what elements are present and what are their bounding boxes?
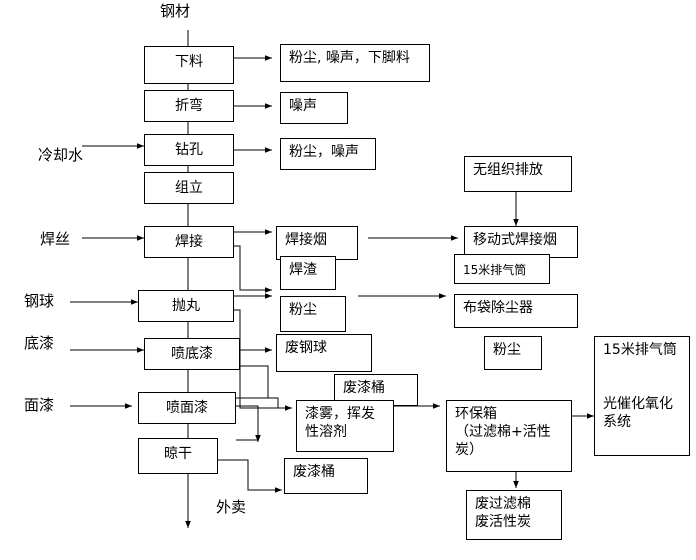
env-protection-box: 环保箱 （过滤棉+活性炭） [446, 400, 572, 472]
step-primer-spray: 喷底漆 [144, 338, 240, 370]
step-drilling: 钻孔 [144, 134, 234, 166]
out-blasting-dust: 粉尘 [280, 296, 346, 332]
step-assembly: 组立 [144, 172, 234, 204]
input-cooling-water: 冷却水 [38, 146, 84, 164]
step-shot-blasting: 抛丸 [138, 290, 234, 322]
photocatalytic-unit: 15米排气筒 光催化氧化系统 [594, 336, 690, 456]
bag-filter: 布袋除尘器 [454, 294, 578, 328]
out-drilling: 粉尘，噪声 [280, 138, 376, 170]
step-drying: 晾干 [138, 438, 218, 474]
out-paint-mist: 漆雾，挥发性溶剂 [296, 400, 394, 452]
stack-15m-a: 15米排气筒 [454, 254, 550, 284]
welding-dust-arrow [233, 245, 272, 293]
paint-mist-arrow-1 [239, 350, 292, 411]
out-welding-slag: 焊渣 [280, 256, 336, 290]
drying-vent [236, 420, 259, 441]
out-waste-steel-ball: 废钢球 [276, 334, 372, 372]
out-waste-paint-bucket-2: 废漆桶 [284, 458, 368, 494]
mobile-welding-fume: 移动式焊接烟 [464, 226, 578, 258]
waste-bucket-2-arrow [218, 459, 282, 493]
primer-branch [240, 365, 269, 398]
step-bending: 折弯 [144, 90, 234, 122]
unorganized-emission: 无组织排放 [464, 156, 572, 192]
input-steel-ball: 钢球 [24, 292, 55, 310]
step-topcoat-spray: 喷面漆 [138, 392, 236, 424]
step-welding: 焊接 [144, 226, 234, 258]
topcoat-vent [236, 405, 261, 442]
input-steel: 钢材 [160, 2, 191, 20]
input-welding-wire: 焊丝 [40, 230, 71, 248]
input-topcoat: 面漆 [24, 396, 55, 414]
out-sale: 外卖 [216, 498, 247, 516]
photocatalytic-system: 光催化氧化系统 [603, 396, 673, 430]
step-blanking: 下料 [144, 46, 234, 84]
collected-dust: 粉尘 [484, 336, 542, 370]
out-welding-fume: 焊接烟 [276, 226, 358, 260]
input-primer: 底漆 [24, 334, 55, 352]
waste-ball-arrow [233, 309, 272, 353]
topcoat-branch [236, 397, 279, 408]
stack-15m-b: 15米排气筒 [603, 342, 677, 358]
waste-filter-carbon: 废过滤棉 废活性炭 [466, 490, 562, 540]
out-bending-noise: 噪声 [280, 92, 348, 124]
out-blanking: 粉尘, 噪声，下脚料 [280, 44, 430, 82]
